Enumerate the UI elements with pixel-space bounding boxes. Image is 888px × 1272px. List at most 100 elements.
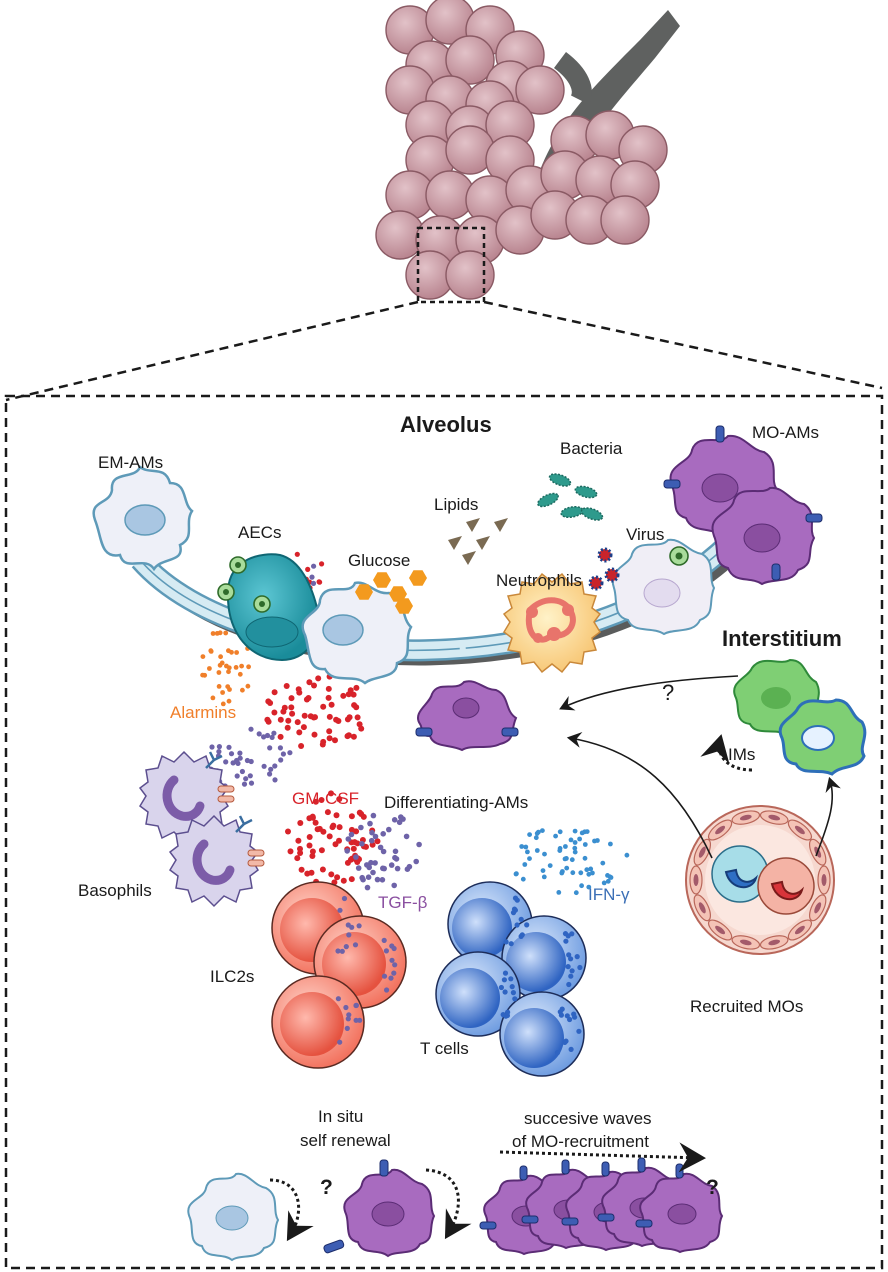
endothelial-nucleus	[821, 874, 827, 886]
gm-csf-dot	[345, 691, 352, 698]
waves-arrow	[499, 1142, 706, 1173]
tgf-beta-dot	[380, 831, 387, 837]
gm-csf-dot	[348, 813, 355, 820]
gm-csf-dot	[312, 819, 319, 826]
glucose-icon	[409, 570, 427, 586]
ifn-gamma-dot	[588, 866, 594, 872]
endothelial-nucleus	[768, 814, 781, 821]
label-virus: Virus	[626, 525, 664, 544]
alarmin-dot	[226, 648, 231, 654]
granule	[346, 1012, 352, 1018]
granule	[346, 932, 352, 938]
gm-csf-dot	[336, 796, 343, 803]
tgf-beta-dot	[366, 864, 373, 871]
ifn-gamma-dot	[534, 831, 540, 836]
ifn-gamma-dot	[579, 830, 585, 836]
tgf-beta-dot	[268, 766, 274, 772]
gm-csf-dot	[315, 675, 322, 682]
gm-csf-dot	[335, 718, 342, 724]
ifn-gamma-dot	[572, 845, 578, 851]
tgf-beta-dot	[239, 768, 245, 775]
granule	[554, 1050, 561, 1056]
tgf-beta-dot	[379, 877, 386, 883]
gm-csf-dot	[294, 855, 301, 862]
tgf-beta-dot	[348, 831, 355, 838]
gm-csf-dot	[344, 733, 351, 740]
endothelial-nucleus	[768, 939, 781, 946]
ifn-gamma-dot	[577, 836, 582, 842]
ifn-gamma-dot	[542, 851, 547, 857]
ifn-gamma-dot	[520, 876, 526, 882]
granule	[514, 922, 520, 928]
ifn-gamma-dot	[590, 870, 595, 876]
label-bacteria: Bacteria	[560, 439, 623, 458]
tgf-beta-dot	[380, 848, 387, 855]
gm-csf-dot	[340, 877, 347, 884]
alarmin-dot	[216, 670, 222, 675]
gm-csf-dot	[320, 703, 327, 710]
t-cell	[435, 951, 521, 1037]
tgf-beta-dot	[372, 860, 378, 866]
bacteria-icon	[560, 505, 584, 519]
tgf-beta-dot	[287, 750, 293, 756]
granule	[557, 1009, 563, 1015]
endothelial-nucleus	[693, 874, 699, 886]
tgf-beta-dot	[370, 812, 377, 819]
detail-frame	[4, 394, 884, 1270]
granule	[577, 964, 583, 971]
gm-csf-dot	[271, 709, 278, 716]
bacteria-icon	[580, 507, 604, 521]
gm-csf-dot	[351, 702, 358, 709]
gm-csf-dot	[306, 834, 313, 840]
ifn-gamma-dot	[522, 862, 528, 867]
gm-csf-dot	[326, 833, 333, 840]
ifn-gamma-dot	[605, 878, 611, 884]
basophil-cell	[138, 750, 235, 844]
tgf-beta-dot	[344, 848, 351, 854]
granule	[519, 932, 525, 938]
glucose-icon	[389, 586, 407, 602]
question-mark-interstitium: ?	[662, 680, 674, 705]
tgf-beta-dot	[394, 865, 401, 872]
granule	[341, 895, 348, 902]
gm-csf-dot	[297, 820, 304, 826]
granule	[335, 948, 341, 954]
ifn-gamma-dot	[608, 875, 614, 880]
bacteria-icon	[548, 473, 572, 487]
granule	[567, 1016, 573, 1023]
ifn-gamma-dot	[579, 883, 584, 889]
tgf-beta-dot	[380, 865, 386, 872]
alarmin-dot	[226, 669, 231, 675]
granule	[568, 1046, 574, 1052]
tgf-beta-dot	[391, 817, 398, 823]
ifn-gamma-dot	[572, 828, 578, 834]
alarmin-dot	[208, 648, 214, 654]
granule	[566, 952, 572, 958]
granule	[574, 954, 580, 960]
granule	[353, 1017, 359, 1023]
alveolar-sacs	[375, 0, 668, 300]
granule	[565, 964, 571, 970]
tgf-beta-dot	[234, 773, 240, 779]
tgf-beta-dot	[309, 574, 315, 580]
self-renewal-arrow	[269, 1178, 314, 1242]
tgf-beta-dot	[248, 726, 254, 732]
alarmin-dot	[216, 684, 222, 689]
ifn-gamma-dot	[523, 844, 529, 850]
granule	[383, 948, 389, 954]
label-basophils: Basophils	[78, 881, 152, 900]
gm-csf-dot	[320, 738, 327, 745]
label-ifn-gamma: IFN-γ	[588, 885, 630, 904]
mo-am-renewal-cell	[323, 1159, 436, 1258]
gm-csf-dot	[326, 728, 333, 735]
tgf-beta-dot	[353, 854, 359, 860]
virus-icon	[669, 546, 689, 566]
endothelial-nucleus	[715, 925, 726, 935]
granule	[501, 977, 507, 983]
ifn-gamma-dot	[582, 855, 588, 861]
endothelial-nucleus	[739, 939, 752, 946]
arrow-mo-to-differentiating-am	[566, 732, 713, 859]
ifn-gamma-dot	[578, 870, 584, 876]
virus-icon	[253, 595, 271, 613]
